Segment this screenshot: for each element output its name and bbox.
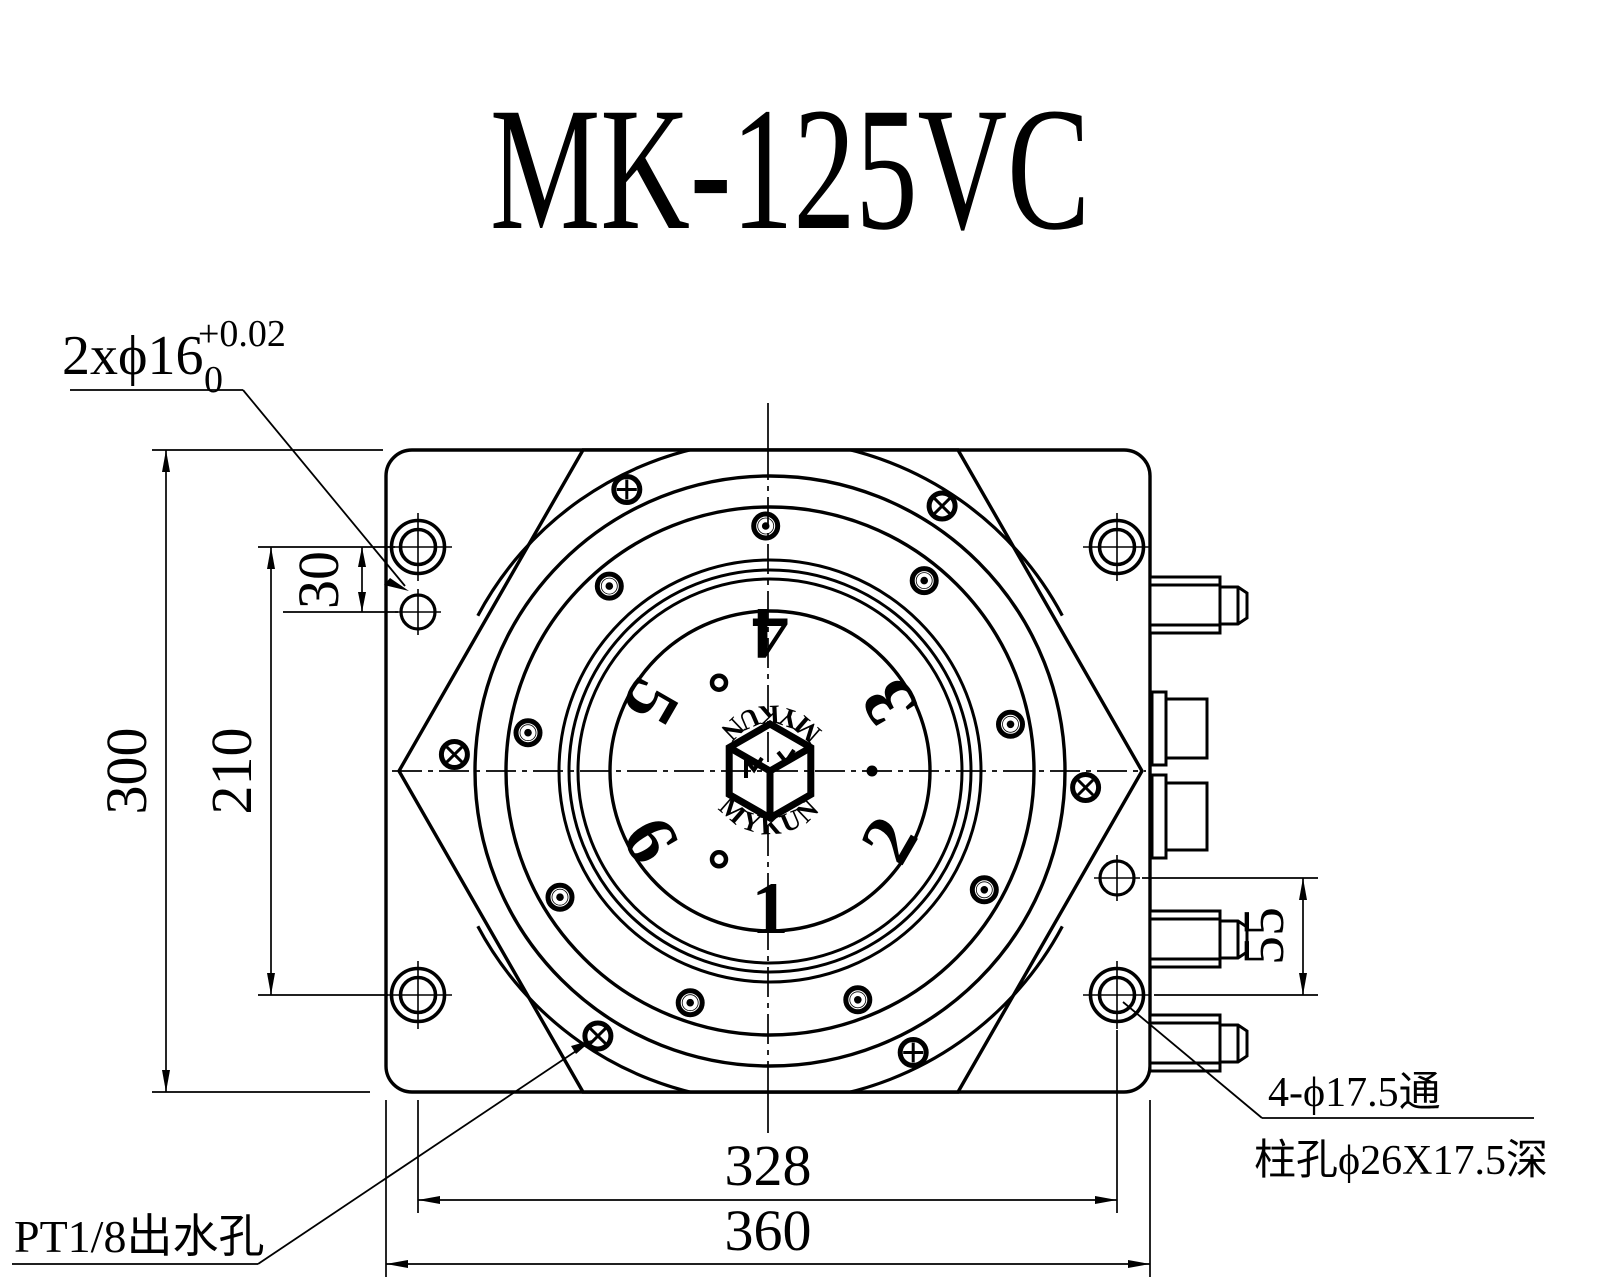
callout-mount-holes-line1: 4-ϕ17.5通 <box>1268 1070 1441 1116</box>
callout-mount-holes: 4-ϕ17.5通 柱孔ϕ26X17.5深 <box>1122 1001 1548 1184</box>
flange-screw-holes <box>513 511 1025 1018</box>
index-dot <box>866 765 878 777</box>
drawing-title: MK-125VC <box>490 72 1090 267</box>
screw-hole <box>594 571 624 601</box>
dim-360 <box>385 1100 1151 1277</box>
dowel-holes <box>395 589 1140 901</box>
flange-corner-arcs <box>476 450 1064 1092</box>
dim-328 <box>417 1030 1118 1213</box>
dowel-hole-right <box>1094 855 1140 901</box>
dim-30 <box>283 547 398 613</box>
side-fittings <box>1148 575 1249 1073</box>
dim-210 <box>258 546 395 996</box>
screw-hole <box>751 511 781 541</box>
callout-mount-holes-line2: 柱孔ϕ26X17.5深 <box>1254 1138 1548 1184</box>
plug-hole-water-outlet <box>582 1020 614 1052</box>
fitting-middle <box>1148 909 1249 969</box>
pin-holes <box>611 474 929 1068</box>
index-dot <box>709 850 729 869</box>
dim-360-text: 360 <box>725 1198 812 1263</box>
plug-hole <box>926 490 958 522</box>
screw-hole <box>969 875 999 905</box>
plug-hole <box>438 739 470 770</box>
callout-dowel-tol-upper: +0.02 <box>198 313 286 355</box>
dim-300-text: 300 <box>94 728 159 815</box>
screw-hole <box>675 988 705 1018</box>
fitting-bottom <box>1148 1013 1249 1073</box>
dimension-annotations <box>152 449 1318 1277</box>
index-dots <box>709 673 878 869</box>
mount-hole-top-right <box>1083 513 1151 581</box>
dim-55 <box>1142 877 1318 996</box>
mount-hole-bottom-right <box>1083 961 1151 1029</box>
callout-dowel-text: 2xϕ16 <box>62 325 203 387</box>
dowel-hole-left <box>395 589 441 635</box>
callout-dowel: 2xϕ16 +0.02 0 <box>62 313 409 591</box>
dim-210-text: 210 <box>199 728 264 815</box>
plug-hole <box>1070 772 1102 803</box>
pin-hole <box>897 1037 929 1068</box>
pin-hole <box>611 474 643 505</box>
screw-hole <box>843 985 873 1015</box>
dial-number-1: 1 <box>752 868 789 950</box>
dim-328-text: 328 <box>725 1133 812 1198</box>
logo-cube-icon <box>725 719 815 823</box>
callout-water-outlet: PT1/8出水孔 <box>12 1040 592 1265</box>
dial-number-4: 4 <box>752 592 789 674</box>
brand-logo: MYKUN MYKUN <box>713 700 823 841</box>
screw-hole <box>545 882 575 912</box>
screw-hole <box>996 709 1025 739</box>
connector-upper <box>1150 690 1209 767</box>
mount-holes <box>384 513 1151 1029</box>
fitting-top <box>1148 575 1249 635</box>
mount-hole-bottom-left <box>384 961 452 1029</box>
callout-water-outlet-text: PT1/8出水孔 <box>14 1211 264 1262</box>
screw-hole <box>909 566 939 596</box>
callout-dowel-tol-lower: 0 <box>204 359 223 401</box>
screw-hole <box>513 718 543 748</box>
index-dot <box>709 673 729 692</box>
dim-30-text: 30 <box>286 551 351 609</box>
plug-holes <box>438 490 1102 1052</box>
connector-lower <box>1150 773 1209 860</box>
dim-300 <box>152 449 383 1093</box>
dim-55-text: 55 <box>1231 907 1296 965</box>
